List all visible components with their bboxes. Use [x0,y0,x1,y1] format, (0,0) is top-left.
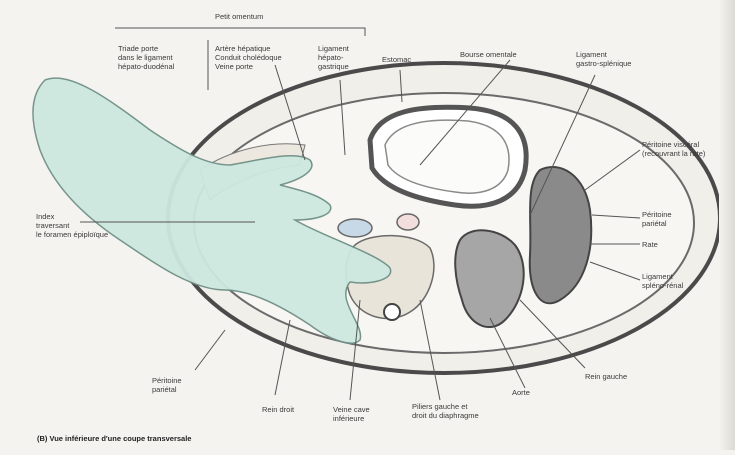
page-edge-shadow [719,0,735,450]
label-veine-cave: Veine cave inférieure [333,405,370,423]
label-triade-porte: Triade porte dans le ligament hépato-duo… [118,44,174,71]
label-peritoine-parietal-left: Péritoine pariétal [152,376,182,394]
label-peritoine-parietal-right: Péritoine pariétal [642,210,672,228]
label-index: Index traversant le foramen épiploïque [36,212,108,239]
spinal-canal [384,304,400,320]
label-ligament-hepato-gastrique: Ligament hépato- gastrique [318,44,349,71]
label-peritoine-visceral: Péritoine viscéral (recouvrant la rate) [642,140,705,158]
inferior-vena-cava [338,219,372,237]
label-ligament-spleno-renal: Ligament spléno-rénal [642,272,683,290]
label-rate: Rate [642,240,658,249]
label-ligament-gastro-splenique: Ligament gastro-splénique [576,50,631,68]
label-triade-items: Artère hépatique Conduit cholédoque Vein… [215,44,282,71]
label-aorte: Aorte [512,388,530,397]
label-estomac: Estomac [382,55,411,64]
label-bourse-omentale: Bourse omentale [460,50,517,59]
aorta [397,214,419,230]
label-piliers: Piliers gauche et droit du diaphragme [412,402,479,420]
label-rein-gauche: Rein gauche [585,372,627,381]
label-petit-omentum: Petit omentum [215,12,263,21]
figure-caption: (B) Vue inférieure d'une coupe transvers… [37,434,191,443]
label-rein-droit: Rein droit [262,405,294,414]
